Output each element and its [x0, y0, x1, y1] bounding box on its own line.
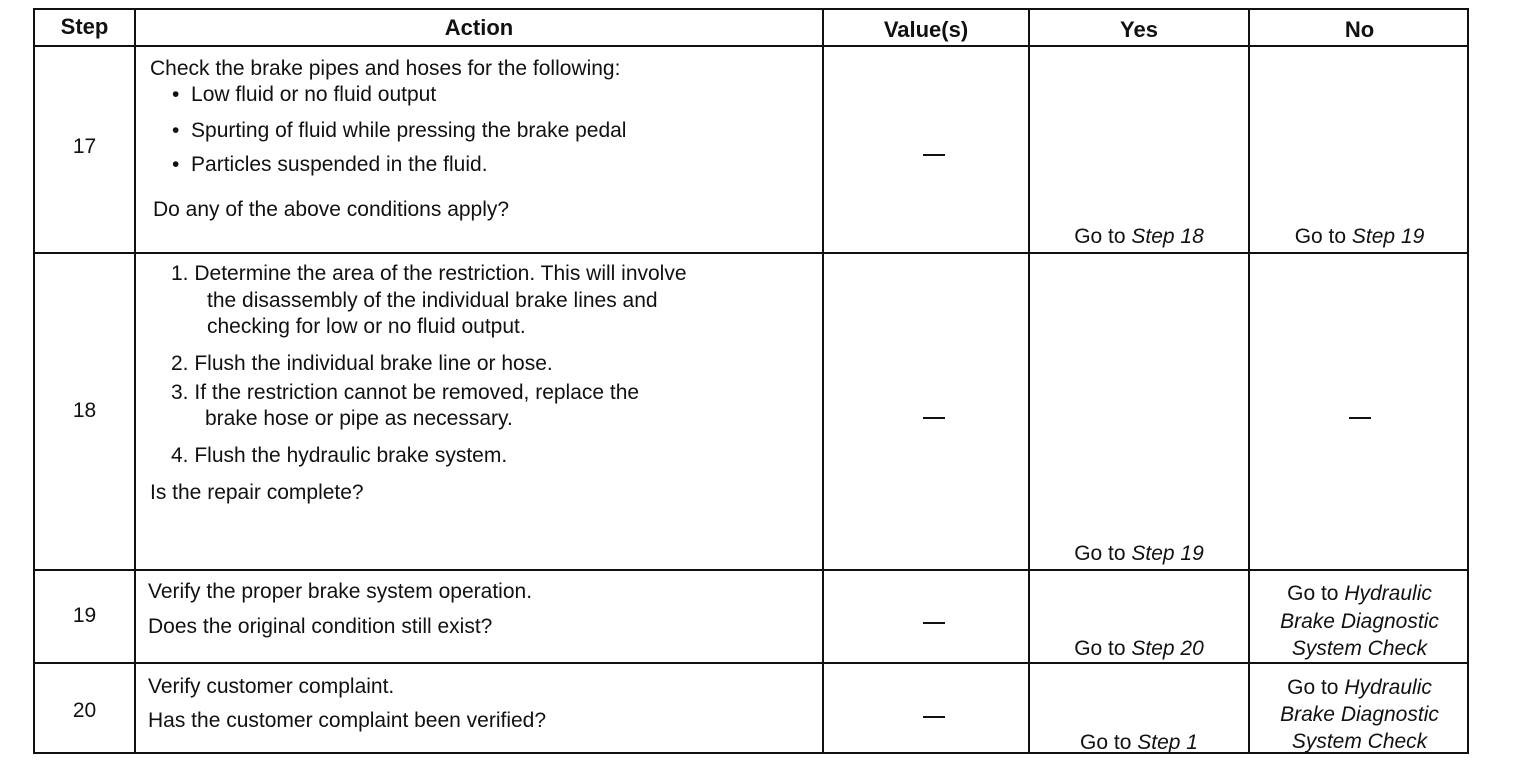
- row-divider: [35, 662, 1467, 664]
- column-divider: [822, 10, 824, 752]
- column-divider: [1028, 10, 1030, 752]
- value-dash: [923, 622, 945, 624]
- yes-action: Go to Step 20: [1074, 637, 1204, 660]
- numbered-item: 3. If the restriction cannot be removed,…: [171, 381, 640, 404]
- column-divider: [1248, 10, 1250, 752]
- no-dash: [1349, 417, 1371, 419]
- bullet-item: • Low fluid or no fluid output: [172, 83, 437, 106]
- action-text: Verify the proper brake system operation…: [148, 580, 533, 603]
- question-text: Does the original condition still exist?: [148, 615, 493, 638]
- row-divider: [35, 252, 1467, 254]
- yes-action: Go to Step 1: [1080, 731, 1198, 754]
- no-action: Go to Hydraulic: [1287, 582, 1432, 605]
- diagnostic-table: Step Action Value(s) Yes No 17 Check the…: [33, 8, 1469, 754]
- no-action-cont: Brake Diagnostic: [1280, 703, 1439, 726]
- column-divider: [134, 10, 136, 752]
- header-yes: Yes: [1120, 17, 1158, 42]
- bullet-item: • Spurting of fluid while pressing the b…: [172, 119, 627, 142]
- numbered-item: 2. Flush the individual brake line or ho…: [171, 352, 553, 375]
- yes-action: Go to Step 19: [1074, 542, 1204, 565]
- header-values: Value(s): [883, 17, 969, 42]
- no-action: Go to Hydraulic: [1287, 676, 1432, 699]
- step-number: 19: [72, 604, 97, 627]
- header-no: No: [1344, 17, 1375, 42]
- action-text: Check the brake pipes and hoses for the …: [150, 57, 621, 80]
- numbered-item-cont: the disassembly of the individual brake …: [207, 289, 658, 312]
- no-action-cont: System Check: [1291, 730, 1428, 753]
- numbered-item-cont: brake hose or pipe as necessary.: [205, 407, 513, 430]
- step-number: 20: [72, 699, 97, 722]
- bullet-item: • Particles suspended in the fluid.: [172, 153, 488, 176]
- no-action-cont: System Check: [1291, 637, 1428, 660]
- row-divider: [35, 569, 1467, 571]
- question-text: Is the repair complete?: [150, 481, 364, 504]
- yes-action: Go to Step 18: [1074, 225, 1204, 248]
- value-dash: [923, 417, 945, 419]
- header-step: Step: [60, 14, 109, 39]
- value-dash: [923, 716, 945, 718]
- value-dash: [923, 154, 945, 156]
- question-text: Has the customer complaint been verified…: [148, 709, 547, 732]
- no-action: Go to Step 19: [1294, 225, 1425, 248]
- header-action: Action: [444, 15, 514, 40]
- step-number: 17: [72, 135, 97, 158]
- no-action-cont: Brake Diagnostic: [1280, 610, 1439, 633]
- row-divider: [35, 45, 1467, 47]
- step-number: 18: [72, 399, 97, 422]
- numbered-item-cont: checking for low or no fluid output.: [207, 315, 526, 338]
- question-text: Do any of the above conditions apply?: [153, 198, 510, 221]
- numbered-item: 4. Flush the hydraulic brake system.: [171, 444, 508, 467]
- action-text: Verify customer complaint.: [148, 675, 395, 698]
- numbered-item: 1. Determine the area of the restriction…: [171, 262, 687, 285]
